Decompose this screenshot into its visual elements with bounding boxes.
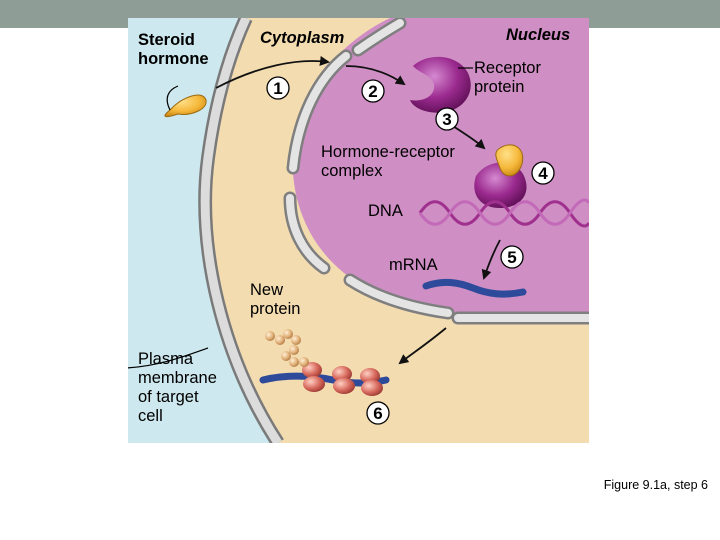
dna-helix — [418, 198, 589, 228]
step-3: 3 — [442, 110, 451, 129]
label-nucleus: Nucleus — [506, 26, 571, 44]
label-mrna: mRNA — [389, 256, 438, 274]
arrow-translation — [398, 327, 447, 365]
hormone-leader-line — [166, 85, 179, 111]
step-5: 5 — [507, 248, 516, 267]
new-protein-chain — [265, 329, 309, 367]
nuclear-envelope — [283, 18, 589, 325]
label-plasma-membrane: Plasma membrane of target cell — [138, 350, 217, 425]
bound-hormone — [495, 144, 524, 177]
label-cytoplasm: Cytoplasm — [260, 29, 345, 47]
ribosomes — [302, 362, 383, 396]
step-2: 2 — [368, 82, 377, 101]
label-receptor-protein: Receptor protein — [474, 59, 541, 96]
plasma-membrane-inner — [200, 18, 282, 443]
arrow-hormone-to-receptor — [345, 65, 406, 86]
figure-caption: Figure 9.1a, step 6 — [603, 478, 708, 492]
mrna-strand-nucleus — [422, 278, 527, 298]
step-1: 1 — [273, 79, 282, 98]
diagram-canvas: 1 2 3 4 5 6 — [128, 18, 589, 443]
label-hormone-receptor-complex: Hormone-receptor complex — [321, 143, 455, 180]
label-dna: DNA — [368, 202, 403, 220]
arrow-hormone-entry — [215, 55, 330, 89]
label-new-protein: New protein — [250, 281, 301, 318]
label-steroid-hormone: Steroid hormone — [138, 31, 209, 68]
hormone-molecule-outside — [164, 94, 207, 118]
step-4: 4 — [538, 164, 548, 183]
arrow-transcription — [481, 239, 501, 280]
membrane-leader-line — [128, 347, 209, 369]
receptor-protein — [410, 56, 471, 113]
figure-diagram: 1 2 3 4 5 6 — [128, 18, 589, 443]
step-6: 6 — [373, 404, 382, 423]
step-markers — [266, 76, 555, 425]
